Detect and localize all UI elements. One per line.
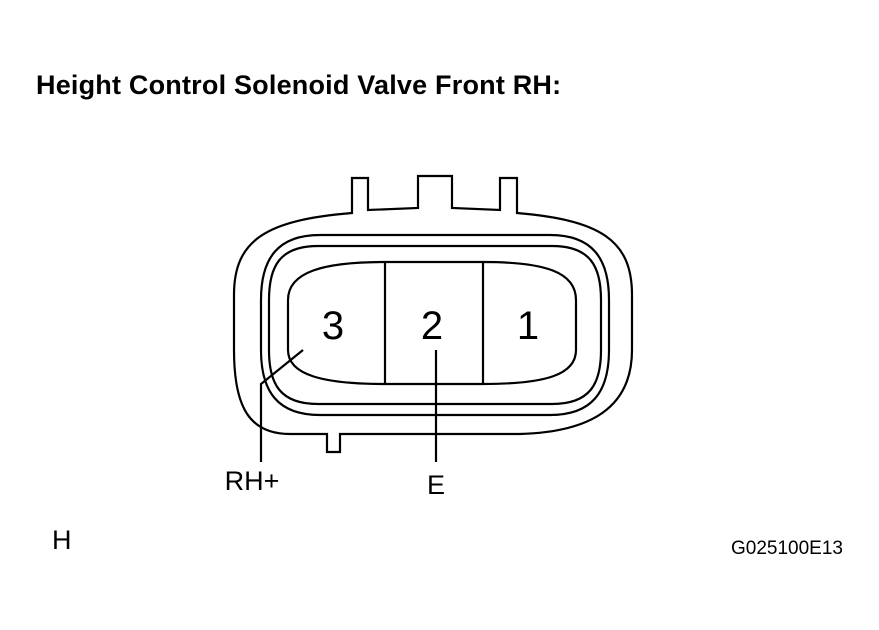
callout-line-rh-plus [259,349,304,462]
callout-label-e: E [427,470,445,500]
connector-cavity [286,260,578,386]
pin-number-1: 1 [517,304,539,348]
pin-number-2: 2 [421,304,443,348]
pin-number-3: 3 [322,304,344,348]
connector-seal-ring-inner [267,244,603,406]
diagram-title: Height Control Solenoid Valve Front RH: [36,70,562,100]
figure-id: G025100E13 [731,538,843,559]
corner-label: H [52,525,72,555]
connector-housing-outline [232,174,634,454]
connector-seal-ring-outer [259,233,611,417]
callout-label-rh-plus: RH+ [225,466,280,496]
